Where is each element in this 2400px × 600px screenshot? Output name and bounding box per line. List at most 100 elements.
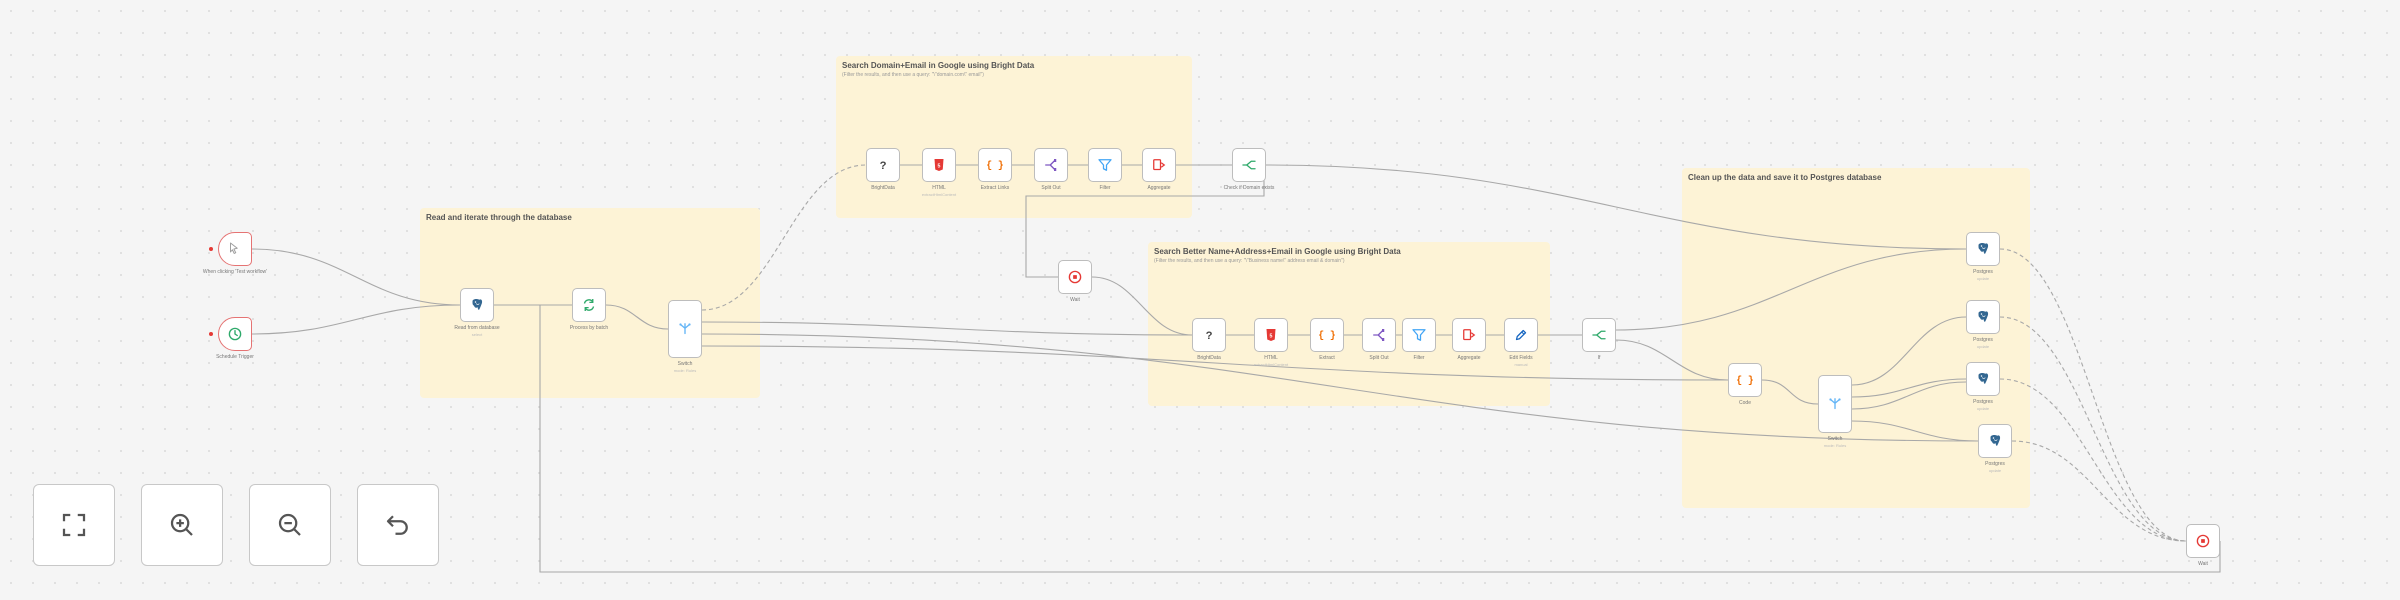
postgres-icon (1978, 310, 1989, 322)
postgres-icon (1990, 434, 2001, 446)
wait-node[interactable] (1058, 260, 1092, 294)
svg-text:5: 5 (1270, 333, 1273, 339)
schedule-trigger-node[interactable] (209, 317, 252, 351)
node-label: Extract Links (980, 185, 1010, 191)
domain-brightdata-node[interactable]: ? (866, 148, 900, 182)
name-code-node[interactable]: { } (1310, 318, 1344, 352)
name-brightdata-node[interactable]: ? (1192, 318, 1226, 352)
connection-line (1615, 339, 1729, 381)
postgres-node-1[interactable] (1966, 232, 2000, 266)
sticky-note-title: Search Better Name+Address+Email in Goog… (1154, 247, 1401, 256)
postgres-icon (1978, 372, 1989, 384)
svg-text:5: 5 (938, 163, 941, 169)
connection-line (1761, 379, 1819, 405)
connection-line (701, 333, 1979, 442)
domain-if-node[interactable] (1232, 148, 1266, 182)
domain-code-node[interactable]: { } (978, 148, 1012, 182)
postgres-node-3[interactable] (1966, 362, 2000, 396)
postgres-node-2[interactable] (1966, 300, 2000, 334)
node-subtitle: update (1976, 344, 1990, 349)
connection-line (605, 304, 669, 330)
fit-view-button[interactable] (33, 484, 115, 566)
postgres-icon (472, 298, 483, 310)
name-filter-node[interactable] (1402, 318, 1436, 352)
question-icon: ? (1206, 330, 1213, 342)
sticky-note-subtitle: (Filter the results, and then use a quer… (842, 72, 984, 78)
undo-button[interactable] (357, 484, 439, 566)
loop-items-node[interactable] (572, 288, 606, 322)
node-label: Schedule Trigger (216, 354, 254, 360)
postgres-icon (1978, 242, 1989, 254)
svg-text:{ }: { } (1318, 330, 1336, 341)
connection-line (1999, 316, 2187, 542)
node-label: Switch (677, 361, 693, 367)
connection-line (2011, 440, 2187, 542)
node-subtitle: update (1988, 468, 2002, 473)
sticky-note[interactable]: Search Domain+Email in Google using Brig… (836, 56, 1192, 218)
node-label: Postgres (1973, 399, 1993, 405)
node-subtitle: select (471, 332, 483, 337)
wait-icon (2196, 534, 2210, 548)
read-database-node[interactable] (460, 288, 494, 322)
connection-line (1999, 248, 2187, 542)
manual-trigger-node[interactable] (209, 232, 252, 266)
svg-text:?: ? (1206, 330, 1213, 342)
switch-icon (1829, 398, 1841, 410)
switch-node[interactable] (668, 300, 702, 358)
domain-split-node[interactable] (1034, 148, 1068, 182)
name-aggregate-node[interactable] (1452, 318, 1486, 352)
if-icon (1242, 160, 1256, 170)
sticky-note-title: Search Domain+Email in Google using Brig… (842, 61, 1035, 70)
split-icon (1045, 159, 1057, 171)
node-subtitle: mode: Rules (1823, 443, 1847, 448)
name-if-node[interactable] (1582, 318, 1616, 352)
sticky-note[interactable]: Clean up the data and save it to Postgre… (1682, 168, 2030, 508)
name-split-node[interactable] (1362, 318, 1396, 352)
domain-filter-node[interactable] (1088, 148, 1122, 182)
postgres-node-4[interactable] (1978, 424, 2012, 458)
cleanup-code-node[interactable]: { } (1728, 363, 1762, 397)
node-label: Check if Domain exists (1223, 185, 1275, 191)
connection-line (1615, 248, 1967, 331)
zoom-in-button[interactable] (141, 484, 223, 566)
connection-line (251, 248, 461, 306)
node-label: When clicking 'Test workflow' (202, 269, 268, 275)
fit-view-icon (62, 513, 86, 537)
node-label: Filter (1413, 355, 1425, 361)
svg-text:{ }: { } (1736, 375, 1754, 386)
node-label: Aggregate (1147, 185, 1171, 191)
cleanup-switch-node[interactable] (1818, 375, 1852, 433)
connection-line (1091, 276, 1193, 336)
node-label: If (1597, 355, 1601, 361)
domain-html-node[interactable]: 5 (922, 148, 956, 182)
question-icon: ? (880, 160, 887, 172)
html-icon: 5 (934, 159, 944, 171)
node-label: Wait (2198, 561, 2208, 567)
sticky-note-title: Read and iterate through the database (426, 213, 572, 222)
zoom-out-icon (278, 513, 301, 536)
node-label: Wait (1070, 297, 1080, 303)
connection-line (1851, 378, 1967, 398)
aggregate-icon (1153, 159, 1166, 171)
domain-aggregate-node[interactable] (1142, 148, 1176, 182)
wait-node-final[interactable] (2186, 524, 2220, 558)
connection-line (701, 164, 867, 311)
zoom-out-button[interactable] (249, 484, 331, 566)
sticky-note-subtitle: (Filter the results, and then use a quer… (1154, 258, 1345, 264)
if-icon (1592, 330, 1606, 340)
node-label: Process by batch (569, 325, 609, 331)
node-subtitle: update (1976, 276, 1990, 281)
name-html-node[interactable]: 5 (1254, 318, 1288, 352)
connection-line (251, 304, 461, 335)
code-icon: { } (1736, 375, 1754, 386)
name-edit-node[interactable] (1504, 318, 1538, 352)
node-label: BrightData (871, 185, 895, 191)
aggregate-icon (1463, 329, 1476, 341)
node-label: Switch (1827, 436, 1843, 442)
undo-icon (386, 515, 408, 535)
node-label: Split Out (1369, 355, 1389, 361)
connection-line (1851, 420, 1979, 442)
switch-icon (679, 323, 691, 335)
